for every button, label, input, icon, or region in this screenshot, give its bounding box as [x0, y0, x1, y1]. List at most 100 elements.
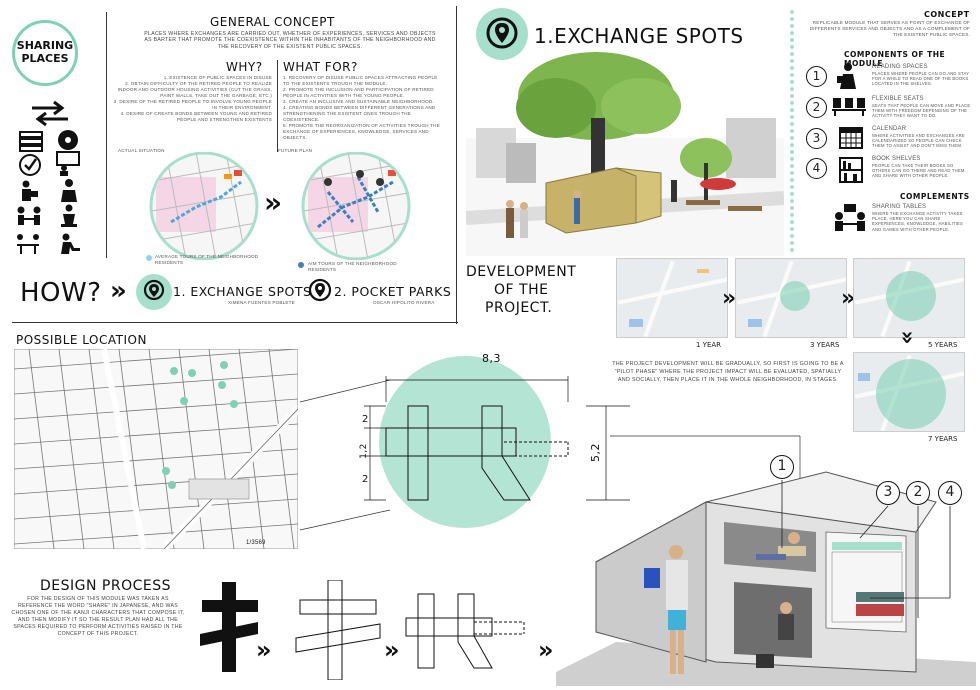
components-title: COMPONENTS OF THE MODULE — [844, 50, 946, 68]
how-arrow: » — [110, 276, 127, 306]
dimension-d2: 1,2 — [358, 443, 369, 459]
render-label-3: 3 — [876, 481, 900, 505]
general-concept-text: PLACES WHERE EXCHANGES ARE CARRIED OUT, … — [144, 31, 436, 50]
sharing-table-icon — [835, 204, 865, 231]
design-arrow: » — [384, 636, 400, 664]
dimension-d3: 2 — [362, 474, 369, 485]
exchange-arrows-icon — [32, 100, 68, 126]
kanji-character — [200, 582, 258, 672]
concept-text: REPLICABLE MODULE THAT SERVES AS POINT O… — [809, 20, 970, 37]
why-item: 3. DESIRE OF THE RETIRED PEOPLE TO INVOL… — [113, 99, 272, 110]
gardening-icon — [61, 204, 77, 227]
development-text: THE PROJECT DEVELOPMENT WILL BE GRADUALL… — [612, 361, 844, 383]
stage-map-2 — [735, 258, 847, 338]
person-reading-icon — [22, 180, 38, 201]
why-item: 1. EXISTENCE OF PUBLIC SPACES IN DISUSE — [163, 75, 272, 80]
logo-text-1: SHARING — [16, 39, 74, 52]
teacher-icon — [56, 151, 80, 176]
concept-dots — [790, 10, 796, 255]
legend-actual-dot — [146, 255, 152, 261]
group-table-icon — [17, 234, 39, 254]
component-2-text: SEATS THAT PEOPLE CAN MOVE AND PLACE THE… — [872, 103, 971, 119]
map-scale: 1/3569 — [246, 540, 266, 546]
books-icon — [19, 131, 43, 152]
music-record-icon — [58, 130, 78, 150]
dimension-d1: 2 — [362, 414, 369, 425]
what-for-item: 1. RECOVERY OF DISUSE PUBLIC SPACES ATTR… — [283, 75, 438, 86]
component-3-title: CALENDAR — [872, 126, 907, 132]
what-for-list: 1. RECOVERY OF DISUSE PUBLIC SPACES ATTR… — [283, 75, 445, 141]
complement-title: SHARING TABLES — [872, 204, 927, 210]
component-number-4: 4 — [806, 158, 827, 179]
why-title: WHY? — [226, 60, 263, 74]
option-1-label: 1. EXCHANGE SPOTS — [173, 284, 312, 299]
render-label-2: 2 — [906, 481, 930, 505]
exchange-title: 1.EXCHANGE SPOTS — [534, 24, 744, 48]
component-number-3: 3 — [806, 128, 827, 149]
stage-arrow: » — [722, 286, 737, 311]
what-for-item: 4. CREATING BONDS BETWEEN DIFFERENT GENE… — [283, 105, 436, 122]
stage-label-3: 5 YEARS — [928, 341, 958, 349]
module-outline — [405, 593, 525, 669]
development-title-1: DEVELOPMENT — [466, 264, 577, 280]
clock-check-icon — [19, 154, 41, 176]
bookshelf-icon — [839, 157, 863, 183]
component-1-title: READING SPACES — [872, 64, 928, 70]
complements-title: COMPLEMENTS — [900, 192, 970, 201]
design-arrow: » — [538, 636, 554, 664]
plan-arrow: » — [264, 186, 283, 219]
people-sharing-icon — [17, 206, 41, 225]
option-1-author: XIMENA FUENTES POBLETE — [228, 300, 295, 305]
development-title-2: OF THE — [494, 282, 549, 298]
location-pin-icon — [308, 278, 332, 302]
component-4-text: PEOPLE CAN TAKE THEIR BOOKS SO OTHERS CA… — [872, 163, 965, 179]
component-2-title: FLEXIBLE SEATS — [872, 96, 924, 102]
component-3-text: WHERE ACTIVITIES AND EXCHANGES ARE CALEN… — [872, 133, 965, 149]
stage-label-2: 3 YEARS — [810, 341, 840, 349]
dimension-width: 8,3 — [482, 352, 501, 365]
component-number-1: 1 — [806, 66, 827, 87]
concept-title: CONCEPT — [924, 10, 970, 19]
development-title-3: PROJECT. — [485, 300, 553, 316]
kanji-outline — [295, 580, 381, 680]
option-2-label: 2. POCKET PARKS — [334, 284, 452, 299]
why-divider — [277, 60, 278, 152]
stage-map-4 — [853, 352, 965, 432]
center-divider — [456, 6, 457, 324]
component-1-text: PLACES WHERE PEOPLE CAN GO AND STAY FOR … — [872, 71, 970, 87]
location-map — [14, 349, 298, 549]
care-icon — [61, 233, 80, 254]
stage-arrow: » — [841, 286, 856, 311]
render-label-1: 1 — [770, 455, 794, 479]
exchange-spot-render — [466, 52, 784, 256]
actual-situation-plan — [149, 152, 259, 260]
why-list: 1. EXISTENCE OF PUBLIC SPACES IN DISUSE … — [112, 75, 272, 123]
render-label-4: 4 — [938, 481, 962, 505]
what-for-item: 5. PROMOTE THE REORGANIZATION OF ACTIVIT… — [283, 123, 440, 140]
stage-label-1: 1 YEAR — [696, 341, 722, 349]
design-arrow: » — [256, 636, 272, 664]
dimension-height: 5,2 — [589, 443, 602, 462]
what-for-item: 2. PROMOTE THE INCLUSION AND PARTICIPATI… — [283, 87, 434, 98]
why-item: 4. DESIRE OF CREATE BONDS BETWEEN YOUNG … — [120, 111, 272, 122]
calendar-icon — [839, 127, 863, 149]
stage-label-4: 7 YEARS — [928, 435, 958, 443]
how-title: HOW? — [20, 278, 102, 308]
module-plan-drawing — [299, 356, 801, 531]
left-divider — [106, 12, 107, 258]
what-for-title: WHAT FOR? — [283, 60, 358, 74]
actual-situation-label: ACTUAL SITUATION — [118, 148, 165, 153]
option-2-author: OSCAR HIPOLITO RIVERA — [373, 300, 435, 305]
possible-location-title: POSSIBLE LOCATION — [16, 333, 147, 347]
location-pin-icon — [143, 279, 165, 301]
complement-text: WHERE THE EXCHANGE ACTIVITY TAKES PLACE.… — [872, 211, 964, 232]
legend-future-dot — [298, 262, 304, 268]
future-plan — [301, 152, 411, 260]
stage-map-3 — [853, 258, 965, 338]
logo-text-2: PLACES — [21, 52, 69, 65]
what-for-item: 3. CREATE AN INCLUSIVE AND SUSTAINABLE N… — [283, 99, 434, 104]
future-plan-label: FUTURE PLAN — [278, 148, 313, 153]
reading-person-icon — [837, 63, 856, 89]
legend-actual-text: AVERAGE TOURS OF THE NEIGHBORHOOD RESIDE… — [155, 254, 259, 265]
sharing-places-logo: SHARING PLACES — [12, 20, 78, 86]
